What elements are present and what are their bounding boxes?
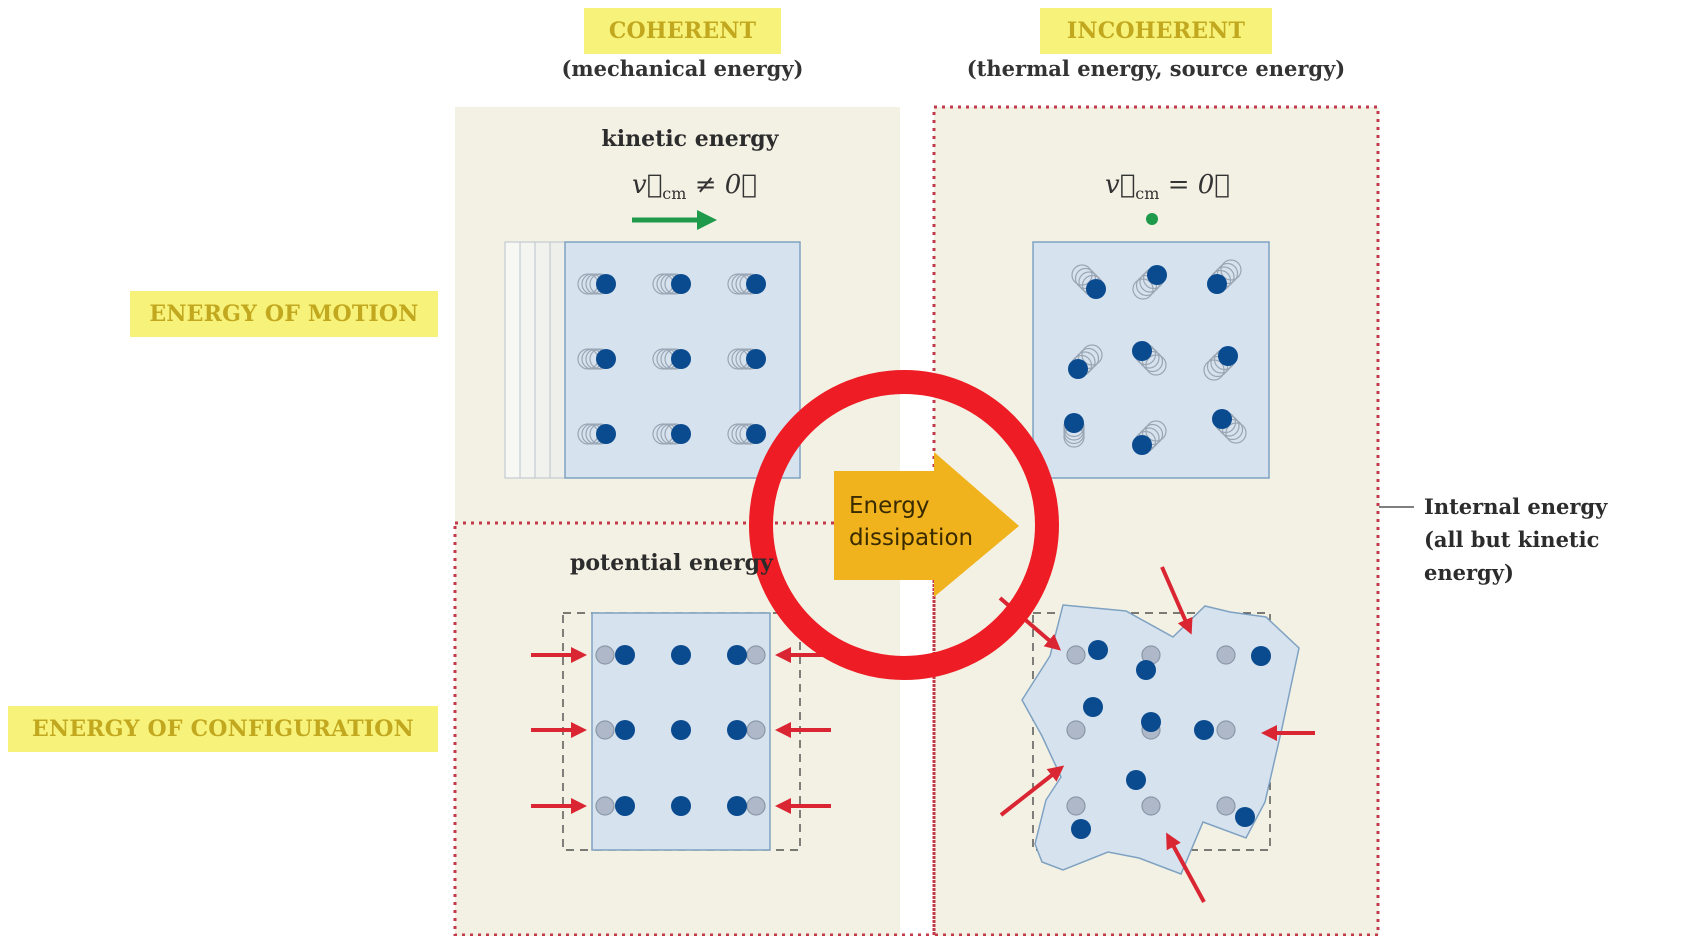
ghost-particle — [1141, 350, 1164, 373]
dissipation-arrow — [834, 452, 1019, 597]
potential-dotted-border — [453, 521, 936, 936]
particle — [1064, 413, 1084, 433]
particle — [1068, 359, 1088, 379]
particle — [1147, 265, 1167, 285]
coherent-subtitle: (mechanical energy) — [561, 56, 804, 81]
potential-particles — [595, 645, 766, 816]
particle — [1251, 646, 1271, 666]
rest-position-particle — [746, 645, 766, 665]
force-arrow — [999, 765, 1065, 817]
particle — [671, 274, 691, 294]
particle — [746, 424, 766, 444]
particle — [615, 645, 635, 665]
incoherent-subtitle: (thermal energy, source energy) — [966, 56, 1346, 81]
ghost-particle — [1206, 355, 1229, 378]
particle — [1071, 819, 1091, 839]
internal-energy-note: Internal energy (all but kinetic energy) — [1424, 490, 1696, 589]
particle — [1132, 435, 1152, 455]
coherent-tag: COHERENT — [584, 8, 781, 54]
center-of-mass-dot — [1146, 213, 1158, 225]
rest-position-particle — [1216, 645, 1236, 665]
particle — [746, 274, 766, 294]
particle — [1235, 807, 1255, 827]
rest-position-particle — [1066, 645, 1086, 665]
particle — [1083, 697, 1103, 717]
internal-line1: Internal energy — [1424, 494, 1608, 519]
particle — [1212, 409, 1232, 429]
particle — [671, 349, 691, 369]
ghost-particle — [1141, 423, 1164, 446]
particle — [1207, 274, 1227, 294]
source-particles — [1066, 640, 1271, 839]
ghost-particle — [1221, 418, 1244, 441]
particle — [596, 349, 616, 369]
configuration-tag: ENERGY OF CONFIGURATION — [8, 706, 438, 752]
ghost-particle — [1216, 262, 1239, 285]
particle — [1126, 770, 1146, 790]
ghost-particle — [1135, 274, 1158, 297]
particle — [727, 720, 747, 740]
particle — [596, 274, 616, 294]
motion-tag: ENERGY OF MOTION — [130, 291, 438, 337]
rest-position-particle — [746, 796, 766, 816]
force-arrow — [1160, 566, 1193, 635]
particle — [1218, 346, 1238, 366]
particle — [671, 720, 691, 740]
internal-line2: (all but kinetic energy) — [1424, 527, 1600, 585]
ghost-particle — [1077, 347, 1100, 370]
rest-position-particle — [1141, 796, 1161, 816]
particle — [1086, 279, 1106, 299]
thermal-velocity-label: v⃗cm = 0⃗ — [1105, 170, 1230, 204]
rest-position-particle — [595, 796, 615, 816]
dissipation-label: Energy dissipation — [849, 490, 973, 554]
particle — [1141, 712, 1161, 732]
thermal-particles — [1063, 259, 1247, 455]
dissipation-line2: dissipation — [849, 525, 974, 551]
rest-position-particle — [746, 720, 766, 740]
potential-title: potential energy — [570, 550, 773, 576]
particle — [615, 796, 635, 816]
particle — [746, 349, 766, 369]
rest-position-particle — [1066, 796, 1086, 816]
particle — [727, 645, 747, 665]
particle — [671, 424, 691, 444]
potential-force-arrows — [531, 647, 831, 814]
highlight-ring — [749, 370, 1059, 680]
particle — [1194, 720, 1214, 740]
rest-position-particle — [1216, 720, 1236, 740]
kinetic-velocity-label: v⃗cm ≠ 0⃗ — [632, 170, 757, 204]
particle — [1132, 341, 1152, 361]
particle — [1088, 640, 1108, 660]
rest-position-particle — [595, 645, 615, 665]
particle — [727, 796, 747, 816]
kinetic-title: kinetic energy — [601, 126, 779, 152]
particle — [596, 424, 616, 444]
rest-position-particle — [1066, 720, 1086, 740]
rest-position-particle — [1216, 796, 1236, 816]
kinetic-particles — [577, 273, 766, 445]
incoherent-tag: INCOHERENT — [1040, 8, 1272, 54]
particle — [1136, 660, 1156, 680]
ghost-particle — [1074, 267, 1097, 290]
force-arrow — [1166, 832, 1206, 903]
particle — [671, 796, 691, 816]
particle — [615, 720, 635, 740]
particle — [671, 645, 691, 665]
rest-position-particle — [595, 720, 615, 740]
dissipation-line1: Energy — [849, 493, 930, 519]
